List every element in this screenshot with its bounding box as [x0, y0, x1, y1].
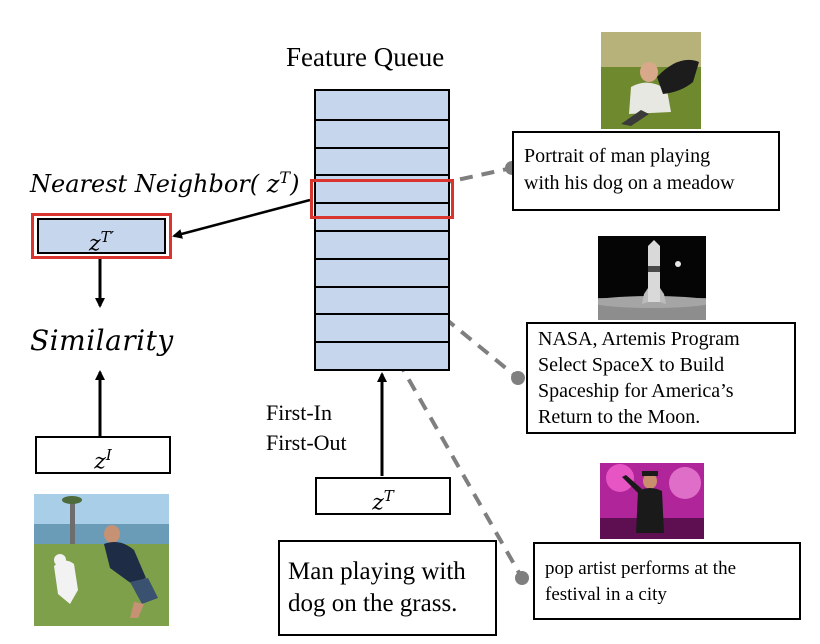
caption-concert: pop artist performs at the festival in a…	[533, 542, 801, 620]
query-caption-line2: dog on the grass.	[288, 590, 458, 617]
nn-label-text: Nearest Neighbor( z	[30, 170, 280, 198]
nn-label-sup: T	[279, 168, 291, 187]
caption-rocket-line3: Spaceship for America’s	[538, 380, 734, 402]
caption-rocket-line2: Select SpaceX to Build	[538, 354, 725, 376]
similarity-label: Similarity	[30, 324, 174, 357]
zt-base: z	[372, 490, 384, 516]
zi-sup: I	[105, 446, 112, 464]
queue-slot	[316, 118, 448, 147]
queue-slot	[316, 313, 448, 342]
queue-slot	[316, 91, 448, 119]
zt-box: zT	[315, 477, 451, 515]
meadow-photo	[601, 32, 701, 129]
fifo-label: First-In First-Out	[266, 398, 347, 458]
concert-photo	[600, 463, 704, 539]
queue-title: Feature Queue	[286, 42, 445, 72]
caption-rocket: NASA, Artemis Program Select SpaceX to B…	[526, 322, 796, 434]
queue-slot	[316, 285, 448, 314]
caption-meadow-line1: Portrait of man playing	[524, 145, 711, 167]
fifo-line1: First-In	[266, 400, 332, 425]
zt-prime-box: zT′	[37, 218, 166, 257]
feature-queue	[314, 89, 450, 371]
zi-box: zI	[35, 436, 171, 474]
link-end-dot-2	[511, 371, 525, 385]
query-photo	[34, 494, 169, 626]
queue-slot	[316, 257, 448, 286]
nn-arrow	[172, 198, 311, 239]
zt-prime-highlight	[31, 213, 172, 259]
zi-base: z	[94, 449, 106, 475]
caption-concert-line1: pop artist performs at the	[545, 558, 737, 579]
nearest-slot-highlight	[310, 179, 454, 219]
rocket-photo	[598, 236, 706, 320]
queue-slot	[316, 146, 448, 175]
caption-rocket-line1: NASA, Artemis Program	[538, 328, 740, 350]
zt-prime-base: z	[88, 231, 101, 257]
zt-sup: T	[383, 487, 394, 505]
link-end-dot-3	[515, 571, 529, 585]
nearest-neighbor-label: Nearest Neighbor( zT)	[30, 168, 299, 198]
queue-slot	[316, 341, 448, 369]
query-caption-line1: Man playing with	[288, 558, 466, 585]
caption-meadow-line2: with his dog on a meadow	[524, 172, 735, 194]
zt-prime-sup: T′	[100, 228, 114, 246]
fifo-line2: First-Out	[266, 430, 347, 455]
caption-concert-line2: festival in a city	[545, 584, 667, 605]
query-caption-box: Man playing with dog on the grass.	[278, 540, 497, 636]
queue-slot	[316, 230, 448, 258]
caption-meadow: Portrait of man playing with his dog on …	[512, 131, 780, 211]
caption-rocket-line4: Return to the Moon.	[538, 406, 701, 428]
nn-label-close: )	[290, 170, 300, 198]
